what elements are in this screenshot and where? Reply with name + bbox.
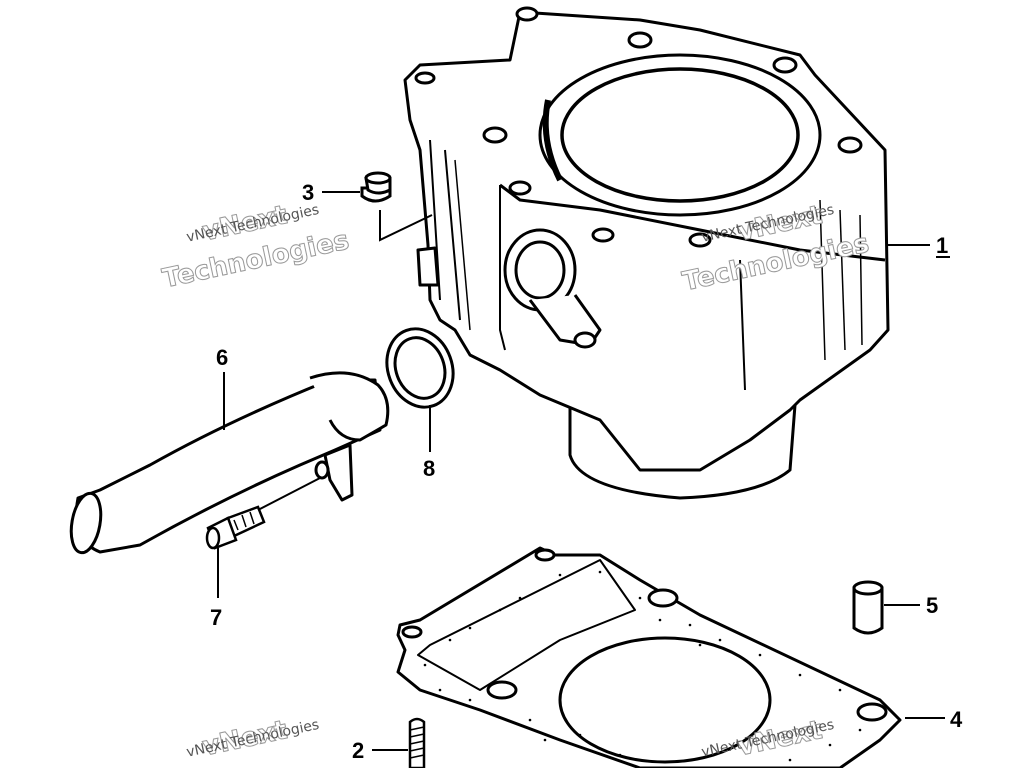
callout-7: 7: [210, 605, 222, 630]
stud-bolt-2: [408, 717, 426, 768]
callout-5: 5: [926, 593, 938, 618]
leader-line-3: [322, 191, 433, 242]
base-gasket-4: [396, 546, 902, 768]
callout-2: 2: [352, 738, 364, 763]
callout-1: 1: [936, 233, 948, 258]
callout-8: 8: [423, 456, 435, 481]
callout-3: 3: [302, 180, 314, 205]
leader-line-7: [217, 477, 321, 598]
callout-4: 4: [950, 707, 963, 732]
dowel-pin-5: [852, 580, 884, 635]
o-ring-8: [385, 327, 455, 409]
water-pipe-6: [69, 371, 390, 555]
screw-7: [205, 505, 266, 550]
cylinder-block: [403, 6, 890, 500]
bolt-3: [360, 171, 392, 203]
callout-6: 6: [216, 345, 228, 370]
